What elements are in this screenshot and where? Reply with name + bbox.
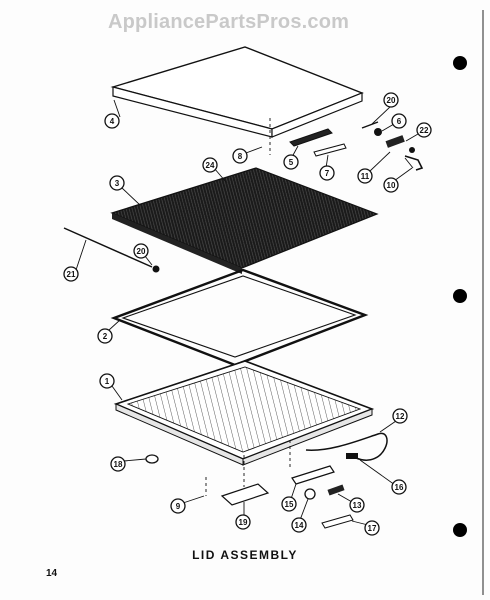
callout-c10: 10	[383, 177, 399, 193]
svg-text:24: 24	[206, 161, 215, 170]
callout-c6a: 6	[391, 113, 407, 129]
callout-c8a: 8	[232, 148, 248, 164]
part-clip	[145, 454, 159, 464]
svg-text:20: 20	[387, 96, 396, 105]
callout-c12: 12	[392, 408, 408, 424]
svg-text:17: 17	[368, 524, 377, 533]
callout-c3: 3	[109, 175, 125, 191]
part-cover-plate	[220, 483, 270, 506]
svg-text:9: 9	[176, 502, 181, 511]
svg-text:21: 21	[67, 270, 76, 279]
callout-c22: 22	[416, 122, 432, 138]
part-handle	[289, 128, 333, 147]
callout-c2: 2	[97, 328, 113, 344]
part-bracket	[291, 465, 335, 485]
svg-text:14: 14	[295, 521, 304, 530]
svg-text:22: 22	[420, 126, 429, 135]
callout-c4: 4	[104, 113, 120, 129]
callout-c18: 18	[110, 456, 126, 472]
part-gasket	[110, 268, 369, 367]
part-plate	[313, 143, 347, 157]
part-inner-liner	[113, 360, 375, 466]
callout-c14: 14	[291, 517, 307, 533]
callout-c16: 16	[391, 479, 407, 495]
callout-c5: 5	[283, 154, 299, 170]
svg-text:20: 20	[137, 247, 146, 256]
svg-text:10: 10	[387, 181, 396, 190]
svg-text:5: 5	[289, 158, 294, 167]
part-power-cord	[305, 432, 388, 461]
callout-c20a: 20	[383, 92, 399, 108]
part-switch	[327, 484, 345, 496]
svg-text:19: 19	[239, 518, 248, 527]
svg-text:6: 6	[397, 117, 402, 126]
callout-c1: 1	[99, 373, 115, 389]
svg-text:1: 1	[105, 377, 110, 386]
svg-text:12: 12	[396, 412, 405, 421]
svg-text:15: 15	[285, 500, 294, 509]
svg-text:13: 13	[353, 501, 362, 510]
part-rod	[63, 227, 160, 273]
binder-hole-bottom	[453, 523, 467, 537]
svg-text:11: 11	[361, 172, 370, 181]
callout-c13: 13	[349, 497, 365, 513]
callout-c15: 15	[281, 496, 297, 512]
svg-text:16: 16	[395, 483, 404, 492]
part-knob	[304, 488, 316, 500]
callout-c9: 9	[170, 498, 186, 514]
svg-text:18: 18	[114, 460, 123, 469]
binder-hole-middle	[453, 289, 467, 303]
svg-text:7: 7	[325, 169, 330, 178]
svg-text:3: 3	[115, 179, 120, 188]
svg-text:8: 8	[238, 152, 243, 161]
part-insulation-mesh	[110, 167, 379, 274]
svg-text:4: 4	[110, 117, 115, 126]
binder-hole-top	[453, 56, 467, 70]
callout-c19: 19	[235, 514, 251, 530]
diagram-title: LID ASSEMBLY	[192, 548, 298, 562]
callout-c20b: 20	[133, 243, 149, 259]
callout-c21: 21	[63, 266, 79, 282]
page-number: 14	[46, 568, 58, 579]
callout-c7: 7	[319, 165, 335, 181]
callout-c24: 24	[202, 157, 218, 173]
callout-c17: 17	[364, 520, 380, 536]
part-strip	[321, 514, 354, 529]
svg-text:2: 2	[103, 332, 108, 341]
part-lid-outer-panel	[110, 46, 364, 138]
part-hinge-hardware	[361, 121, 424, 171]
callout-c11: 11	[357, 168, 373, 184]
watermark: AppliancePartsPros.com	[108, 11, 350, 33]
